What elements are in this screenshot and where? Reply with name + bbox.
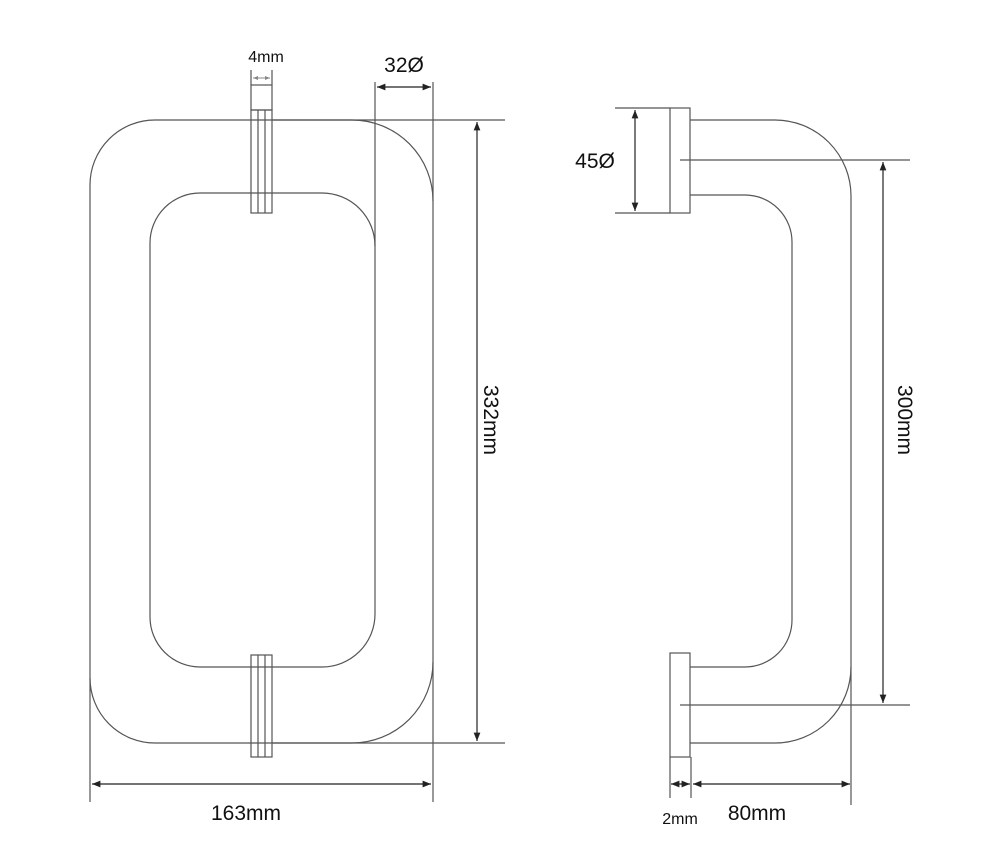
label-163mm: 163mm: [211, 802, 281, 825]
side-view: 45Ø 300mm 2mm 80mm: [575, 107, 916, 828]
label-2mm: 2mm: [662, 811, 698, 828]
top-standoff: [250, 84, 273, 214]
bottom-standoff: [250, 654, 273, 758]
label-332mm: 332mm: [479, 385, 502, 455]
label-300mm: 300mm: [893, 385, 916, 455]
label-45-diameter: 45Ø: [575, 150, 615, 173]
label-80mm: 80mm: [728, 802, 786, 825]
side-tube-inner: [690, 194, 793, 668]
label-4mm: 4mm: [248, 49, 284, 66]
side-tube-outer: [690, 119, 852, 744]
front-view: 4mm 32Ø 332mm 163mm: [89, 49, 505, 825]
handle-inner-outline: [149, 192, 376, 668]
label-32-diameter: 32Ø: [384, 54, 424, 77]
